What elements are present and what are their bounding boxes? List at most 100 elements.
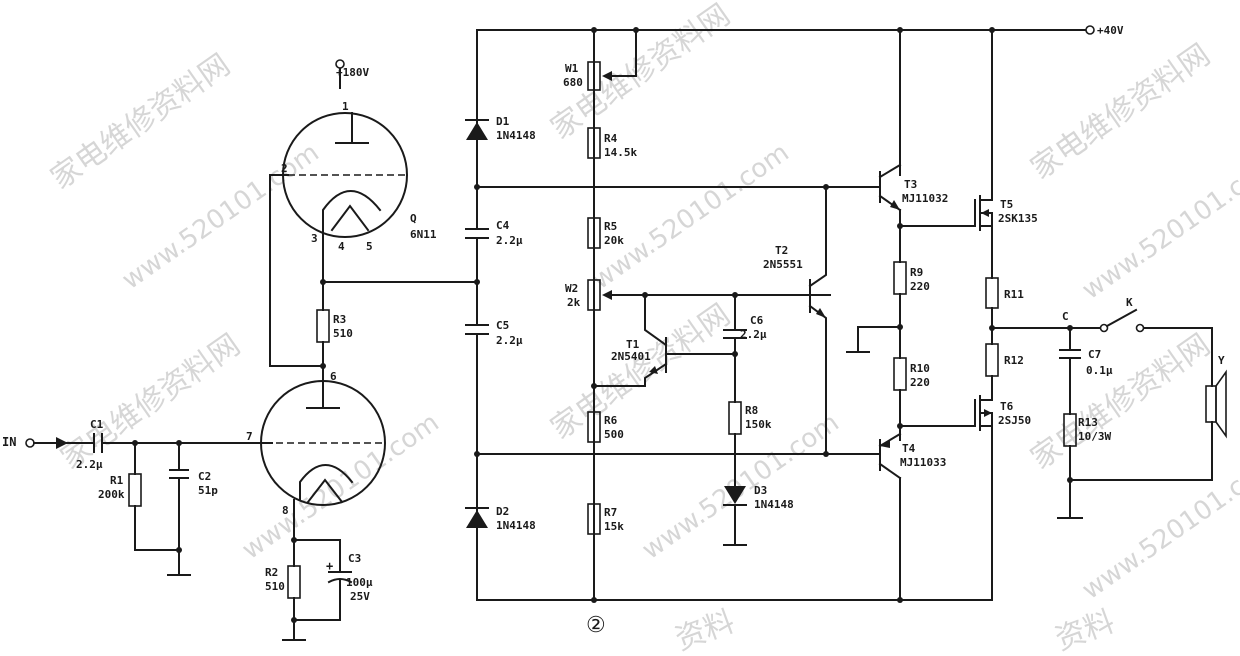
- emitter-arrow-icon: [649, 366, 658, 374]
- watermark-cn: 家电维修资料网: [55, 327, 247, 476]
- channel-arrow-icon: [984, 409, 992, 417]
- t1-ref: T1: [626, 338, 640, 351]
- c4-ref: C4: [496, 219, 510, 232]
- input-terminal: [25, 438, 35, 448]
- c-node-label: C: [1062, 310, 1069, 323]
- watermark-url: www.520101.com: [117, 138, 325, 296]
- r11-resistor: [985, 277, 999, 309]
- r8-ref: R8: [745, 404, 758, 417]
- c2-value: 51p: [198, 484, 218, 497]
- d1-value: 1N4148: [496, 129, 536, 142]
- r6-value: 500: [604, 428, 624, 441]
- r7-resistor: [587, 503, 601, 535]
- r8-resistor: [728, 401, 742, 435]
- input-section: IN C1 2.2μ R1 200k C2 51p: [2, 418, 273, 576]
- tube-pin-4: 4: [338, 240, 345, 253]
- output-stage: T3 MJ11032 R9 220 R10 220 T4 MJ11033: [846, 27, 976, 603]
- r3-resistor: [316, 309, 330, 343]
- input-label: IN: [2, 435, 16, 449]
- tube-pin-8: 8: [282, 504, 289, 517]
- r3-value: 510: [333, 327, 353, 340]
- r1-resistor: [128, 473, 142, 507]
- top-rail: +40V: [476, 24, 1124, 37]
- r10-value: 220: [910, 376, 930, 389]
- tube-pin-7: 7: [246, 430, 253, 443]
- c7-ref: C7: [1088, 348, 1101, 361]
- switch-label: K: [1126, 296, 1133, 309]
- t2-value: 2N5551: [763, 258, 803, 271]
- r4-resistor: [587, 127, 601, 159]
- watermark-cn: 家电维修资料网: [45, 47, 237, 196]
- tube-type: 6N11: [410, 228, 437, 241]
- channel-arrow-icon: [981, 209, 989, 217]
- w2-ref: W2: [565, 282, 578, 295]
- r5-resistor: [587, 217, 601, 249]
- watermark-frag: 资料: [671, 604, 739, 656]
- upper-stage-wiring: R3 510: [269, 174, 478, 381]
- r9-ref: R9: [910, 266, 923, 279]
- supply-terminal-180v: [335, 59, 345, 69]
- tube-cathode: [322, 190, 382, 229]
- c4-value: 2.2μ: [496, 234, 523, 247]
- r13-ref: R13: [1078, 416, 1098, 429]
- w1-value: 680: [563, 76, 583, 89]
- tube-heater: [330, 204, 370, 232]
- r5-ref: R5: [604, 220, 617, 233]
- c5-ref: C5: [496, 319, 509, 332]
- r10-resistor: [893, 357, 907, 391]
- speaker-icon: [1205, 385, 1217, 423]
- r4-ref: R4: [604, 132, 618, 145]
- r7-ref: R7: [604, 506, 617, 519]
- tube-pin-5: 5: [366, 240, 373, 253]
- t5-value: 2SK135: [998, 212, 1038, 225]
- supply-label-40v: +40V: [1097, 24, 1124, 37]
- t6-ref: T6: [1000, 400, 1014, 413]
- r13-value: 10/3W: [1078, 430, 1111, 443]
- supply-label-180v: +180V: [336, 66, 369, 79]
- supply-terminal-40v: [1085, 25, 1095, 35]
- switch-k: [1105, 308, 1138, 328]
- watermark-cn: 家电维修资料网: [1025, 37, 1217, 186]
- c6-ref: C6: [750, 314, 764, 327]
- d2-value: 1N4148: [496, 519, 536, 532]
- c1-value: 2.2μ: [76, 458, 103, 471]
- t6-value: 2SJ50: [998, 414, 1031, 427]
- r2-resistor: [287, 565, 301, 599]
- d3-value: 1N4148: [754, 498, 794, 511]
- figure-label: ②: [586, 613, 606, 638]
- t4-value: MJ11033: [900, 456, 946, 469]
- watermark-cn: 家电维修资料网: [545, 297, 737, 446]
- r12-ref: R12: [1004, 354, 1024, 367]
- watermark-frag: 资料: [1051, 604, 1119, 656]
- emitter-arrow-icon: [880, 440, 890, 448]
- w2-potentiometer: [587, 279, 601, 311]
- w1-potentiometer: [587, 61, 601, 91]
- c3-value2: 25V: [350, 590, 370, 603]
- mosfet-stage: T5 2SK135 R11 R12 T6 2SJ50: [974, 27, 1101, 601]
- signal-arrow-icon: [56, 437, 68, 449]
- t1-value: 2N5401: [611, 350, 651, 363]
- watermark-url: www.520101.com: [1077, 148, 1240, 306]
- w2-value: 2k: [567, 296, 581, 309]
- t4-ref: T4: [902, 442, 916, 455]
- polarity-plus-icon: +: [326, 559, 333, 573]
- wiper-arrow-icon: [602, 71, 612, 81]
- t3-ref: T3: [904, 178, 917, 191]
- r9-resistor: [893, 261, 907, 295]
- t2-ref: T2: [775, 244, 788, 257]
- diode-column: D1 1N4148 C4 2.2μ C5 2.2μ D2 1N4148: [465, 29, 536, 601]
- r11-ref: R11: [1004, 288, 1024, 301]
- tube-pin-2: 2: [281, 162, 288, 175]
- output-network: C C7 0.1μ R13 10/3W K Y: [1057, 296, 1227, 519]
- watermark-cn: 家电维修资料网: [1025, 327, 1217, 476]
- d1-ref: D1: [496, 115, 510, 128]
- r2-ref: R2: [265, 566, 278, 579]
- r1-value: 200k: [98, 488, 125, 501]
- c2-ref: C2: [198, 470, 211, 483]
- r9-value: 220: [910, 280, 930, 293]
- r1-ref: R1: [110, 474, 124, 487]
- r6-ref: R6: [604, 414, 618, 427]
- tube-pin-6: 6: [330, 370, 337, 383]
- d2-ref: D2: [496, 505, 509, 518]
